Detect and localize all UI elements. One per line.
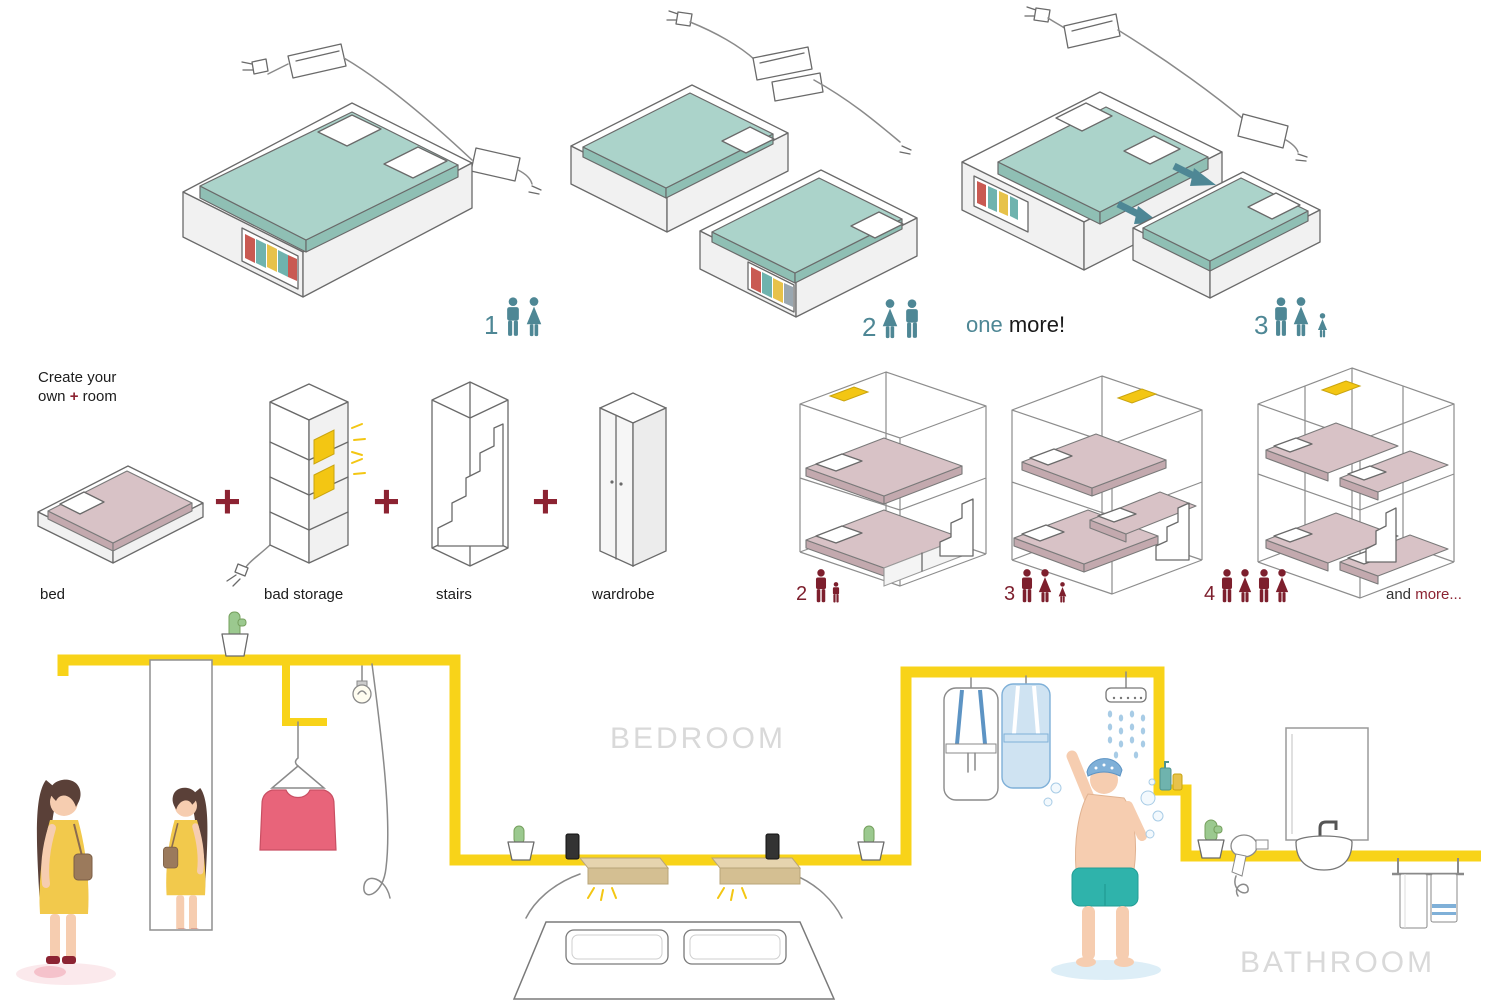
bunk-capacity-2-number: 2: [796, 583, 808, 605]
people-icons-bunk-2: [816, 569, 840, 603]
create-room-note: Create your own + room: [38, 369, 117, 405]
bunk-capacity-4-number: 4: [1204, 583, 1216, 605]
phone: [565, 833, 580, 860]
people-icons-bunk-4: [1222, 569, 1289, 603]
illustration-component-wardrobe: [599, 392, 667, 568]
one-more-highlight: one: [966, 312, 1003, 337]
bathroom-label: BATHROOM: [1240, 946, 1436, 979]
bunk-capacity-2: 2: [796, 568, 843, 604]
sink: [1295, 841, 1353, 871]
bunk-capacity-4: 4: [1204, 568, 1291, 604]
bunk-capacity-3-number: 3: [1004, 583, 1016, 605]
hair-dryer: [1230, 834, 1258, 858]
towel-white: [1399, 873, 1428, 929]
people-icons-1: [507, 297, 542, 337]
hanging-shirt: [259, 789, 337, 851]
capacity-2-number: 2: [862, 312, 877, 343]
illustration-bunk-config-3: [1011, 375, 1203, 595]
plus-accent: +: [69, 388, 79, 405]
illustration-bunk-config-4: [1257, 367, 1455, 599]
shower-head: [1105, 687, 1147, 703]
illustration-two-single-beds: [570, 10, 918, 318]
component-label-wardrobe: wardrobe: [592, 586, 655, 603]
component-label-bad-storage: bad storage: [264, 586, 344, 603]
illustration-component-storage: [226, 383, 366, 587]
illustration-component-bed: [37, 465, 204, 564]
one-more-rest: more!: [1008, 312, 1066, 337]
illustration-apartment-scene: [16, 611, 1481, 1000]
and-more-highlight: more...: [1415, 586, 1462, 603]
bedroom-label: BEDROOM: [610, 722, 787, 755]
phone: [765, 833, 780, 860]
illustration-double-bed-storage: [182, 43, 542, 298]
plus-sign-3: +: [532, 475, 559, 527]
bunk-capacity-3: 3: [1004, 568, 1069, 604]
people-icons-2: [883, 299, 919, 339]
one-more-callout: one more!: [966, 312, 1065, 338]
shampoo-bottle: [1159, 767, 1172, 791]
plus-sign-2: +: [373, 475, 400, 527]
and-more-note: and more...: [1386, 586, 1462, 603]
illustration-component-stairs: [431, 381, 509, 567]
people-icons-bunk-3: [1022, 569, 1067, 603]
water-drops: [1107, 710, 1146, 759]
capacity-3: 3: [1254, 296, 1332, 338]
woman-figure: [37, 780, 92, 964]
capacity-1-number: 1: [484, 310, 499, 341]
yellow-pipe: [57, 654, 1481, 866]
towel-striped: [1430, 873, 1458, 923]
capacity-2: 2: [862, 298, 924, 340]
illustration-bunk-config-2: [799, 371, 987, 587]
component-label-bed: bed: [40, 586, 66, 603]
illustration-bed-with-pullout: [961, 6, 1321, 299]
people-icons-3: [1275, 297, 1328, 338]
capacity-1: 1: [484, 296, 546, 338]
component-label-stairs: stairs: [436, 586, 472, 603]
plus-sign-1: +: [214, 475, 241, 527]
capacity-3-number: 3: [1254, 310, 1269, 341]
